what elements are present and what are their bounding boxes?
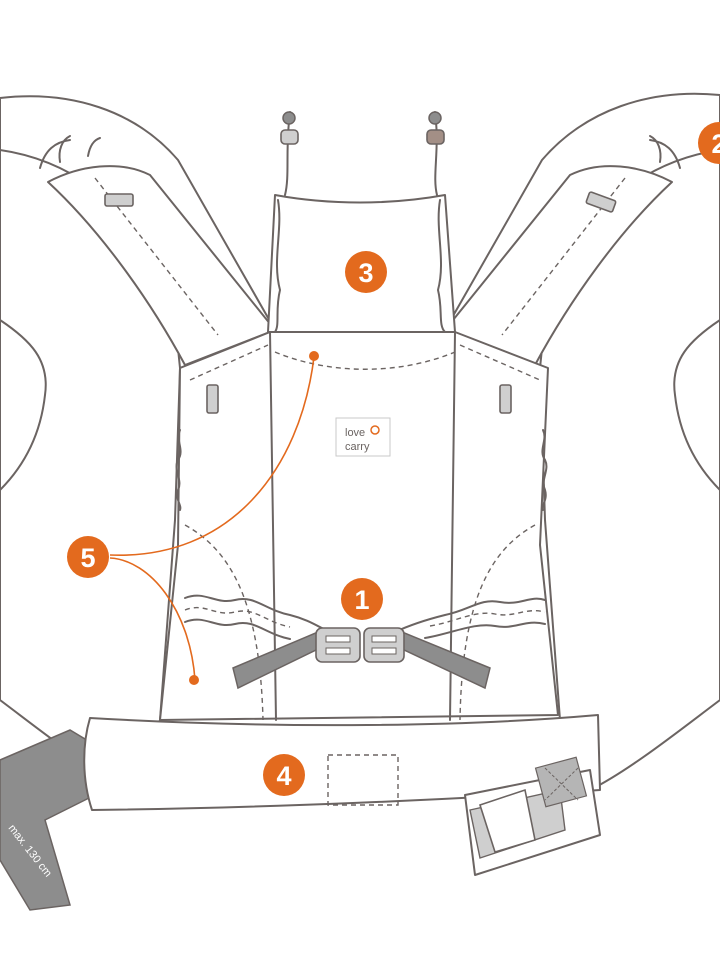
callout-1-label: 1 <box>354 585 369 615</box>
marker-side-adjust <box>189 675 199 685</box>
callout-4-label: 4 <box>276 761 291 791</box>
callout-3: 3 <box>345 251 387 293</box>
brand-label: love carry <box>335 417 391 457</box>
brand-line-2: carry <box>345 441 370 453</box>
callout-1: 1 <box>341 578 383 620</box>
right-shoulder-strap <box>444 92 720 791</box>
hood <box>267 111 456 333</box>
marker-hood-attachment <box>309 351 319 361</box>
callout-5: 5 <box>67 536 109 578</box>
chest-buckle <box>232 627 491 690</box>
callout-4: 4 <box>263 754 305 796</box>
callout-2-label: 2 <box>711 129 720 159</box>
callout-5-label: 5 <box>80 543 95 573</box>
brand-line-1: love <box>345 427 365 439</box>
waist-wave <box>184 594 546 640</box>
callout-lines <box>109 351 319 685</box>
left-waist-strap: max. 130 cm <box>0 729 106 911</box>
callout-3-label: 3 <box>358 258 373 288</box>
body-panel <box>159 331 559 721</box>
waist-buckle <box>464 756 601 876</box>
callout-2: 2 <box>698 122 720 164</box>
left-shoulder-strap <box>0 95 276 791</box>
